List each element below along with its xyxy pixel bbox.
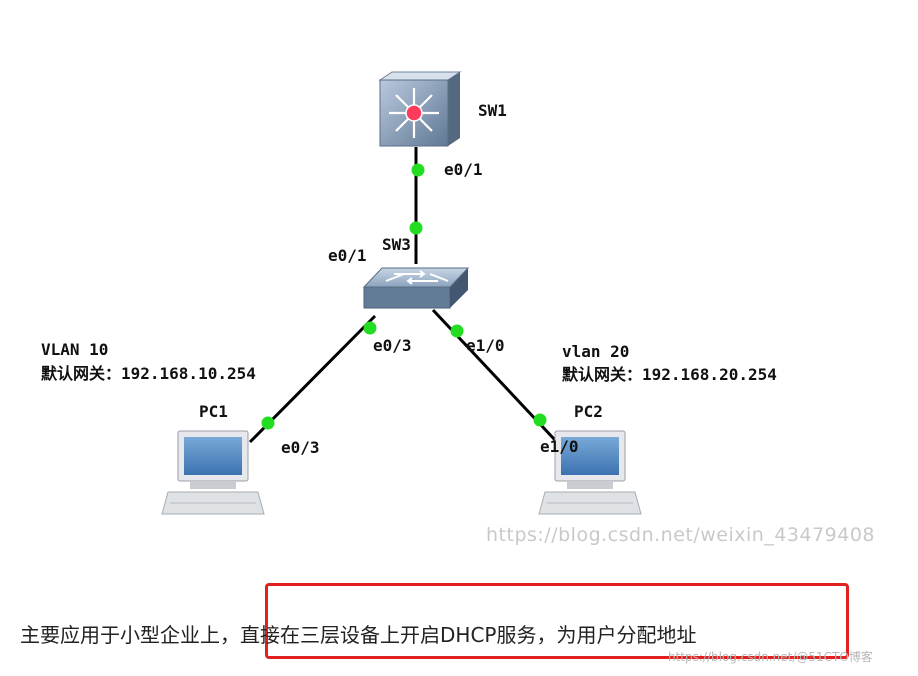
pc1-computer-icon[interactable] xyxy=(161,430,265,515)
pc2-computer-icon[interactable] xyxy=(538,430,642,515)
caption-text: 主要应用于小型企业上，直接在三层设备上开启DHCP服务，为用户分配地址 xyxy=(20,623,697,647)
pc2-label: PC2 xyxy=(574,402,603,421)
vlan20-name: vlan 20 xyxy=(562,342,629,361)
vlan20-gateway: 默认网关：192.168.20.254 xyxy=(562,365,777,384)
sw3-switch-icon[interactable] xyxy=(362,267,470,309)
port-label-sw3-e0-1: e0/1 xyxy=(328,246,367,265)
port-label-pc1-e0-3: e0/3 xyxy=(281,438,320,457)
port-dots xyxy=(261,163,547,430)
vlan10-name: VLAN 10 xyxy=(41,340,108,359)
watermark-main: https://blog.csdn.net/weixin_43479408 xyxy=(486,524,876,546)
watermark-corner: https://blog.csdn.net/@51CTO博客 xyxy=(668,650,873,664)
port-label-pc2-e1-0: e1/0 xyxy=(540,437,579,456)
sw3-label: SW3 xyxy=(382,235,411,254)
sw1-switch-icon[interactable] xyxy=(378,71,462,147)
port-label-sw3-e0-3: e0/3 xyxy=(373,336,412,355)
port-dot-sw1-e0-1 xyxy=(411,163,425,177)
pc1-label: PC1 xyxy=(199,402,228,421)
port-dot-sw3-e0-1 xyxy=(409,221,423,235)
sw1-label: SW1 xyxy=(478,101,507,120)
highlight-box xyxy=(265,583,849,659)
port-label-sw1-e0-1: e0/1 xyxy=(444,160,483,179)
vlan10-gateway: 默认网关：192.168.10.254 xyxy=(41,364,256,383)
port-dot-sw3-e1-0 xyxy=(450,324,464,338)
port-dot-pc2-e1-0 xyxy=(533,413,547,427)
port-label-sw3-e1-0: e1/0 xyxy=(466,336,505,355)
port-dot-pc1-e0-3 xyxy=(261,416,275,430)
port-dot-sw3-e0-3 xyxy=(363,321,377,335)
